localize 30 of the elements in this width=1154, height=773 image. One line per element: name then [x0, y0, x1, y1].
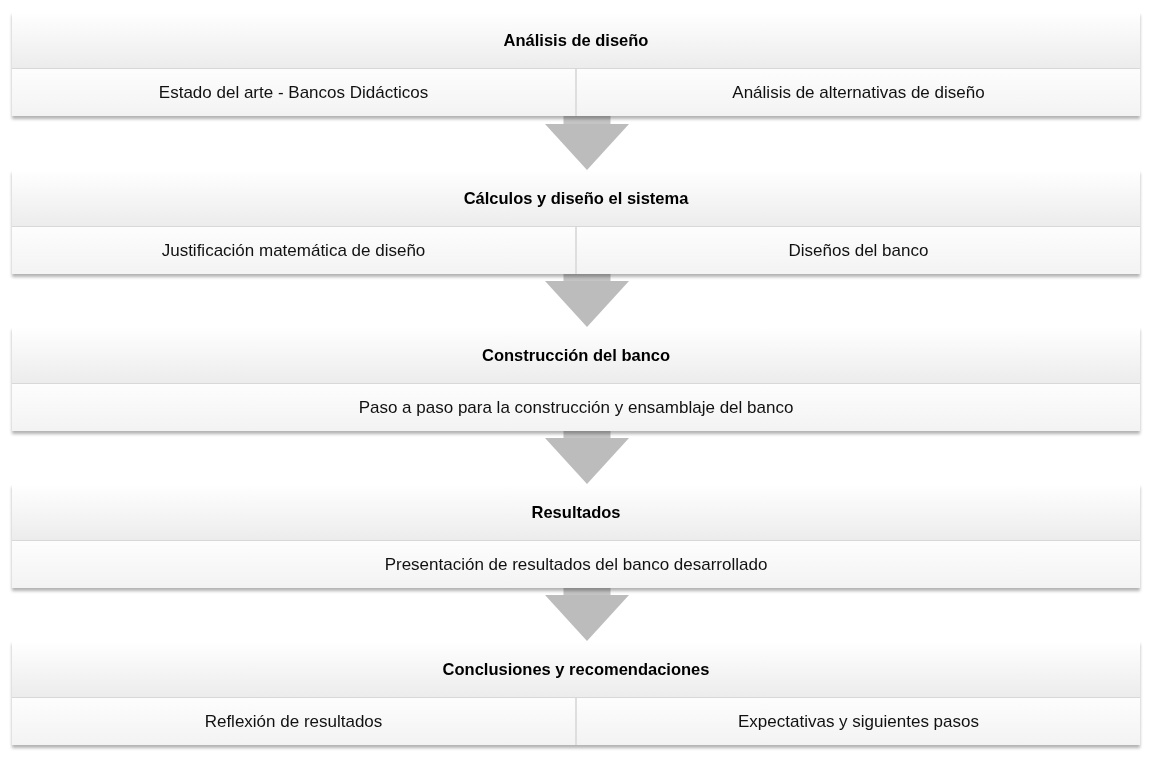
task-text: Paso a paso para la construcción y ensamblaje del banco: [358, 397, 794, 418]
task-box: [12, 69, 575, 116]
stage-panel: [12, 12, 1140, 116]
task-text: Estado del arte - Bancos Didácticos: [158, 82, 429, 103]
task-box: [575, 69, 1140, 116]
task-text: Presentación de resultados del banco desarrollado: [384, 554, 768, 575]
block-arrow: [545, 116, 629, 170]
stage-title: Análisis de diseño: [503, 30, 649, 50]
stage-title: Cálculos y diseño el sistema: [463, 188, 689, 208]
task-text: Diseños del banco: [788, 240, 929, 261]
task-text: Justificación matemática de diseño: [161, 240, 426, 261]
block-arrow: [545, 431, 629, 484]
stage-panel: [12, 641, 1140, 745]
task-text: Reflexión de resultados: [204, 711, 383, 732]
task-text: Análisis de alternativas de diseño: [732, 82, 985, 103]
block-arrow: [545, 588, 629, 641]
stage-panel: [12, 327, 1140, 431]
task-box: [12, 384, 1140, 431]
stage-panel: [12, 170, 1140, 274]
task-box: [12, 227, 575, 274]
task-box: [12, 541, 1140, 588]
task-box: [575, 227, 1140, 274]
stage-panel: [12, 484, 1140, 588]
task-box: [12, 698, 575, 745]
block-arrow: [545, 274, 629, 327]
stage-title: Conclusiones y recomendaciones: [442, 659, 710, 679]
stage-title: Construcción del banco: [482, 345, 670, 365]
stage-title: Resultados: [531, 502, 621, 522]
task-text: Expectativas y siguientes pasos: [738, 711, 979, 732]
task-box: [575, 698, 1140, 745]
